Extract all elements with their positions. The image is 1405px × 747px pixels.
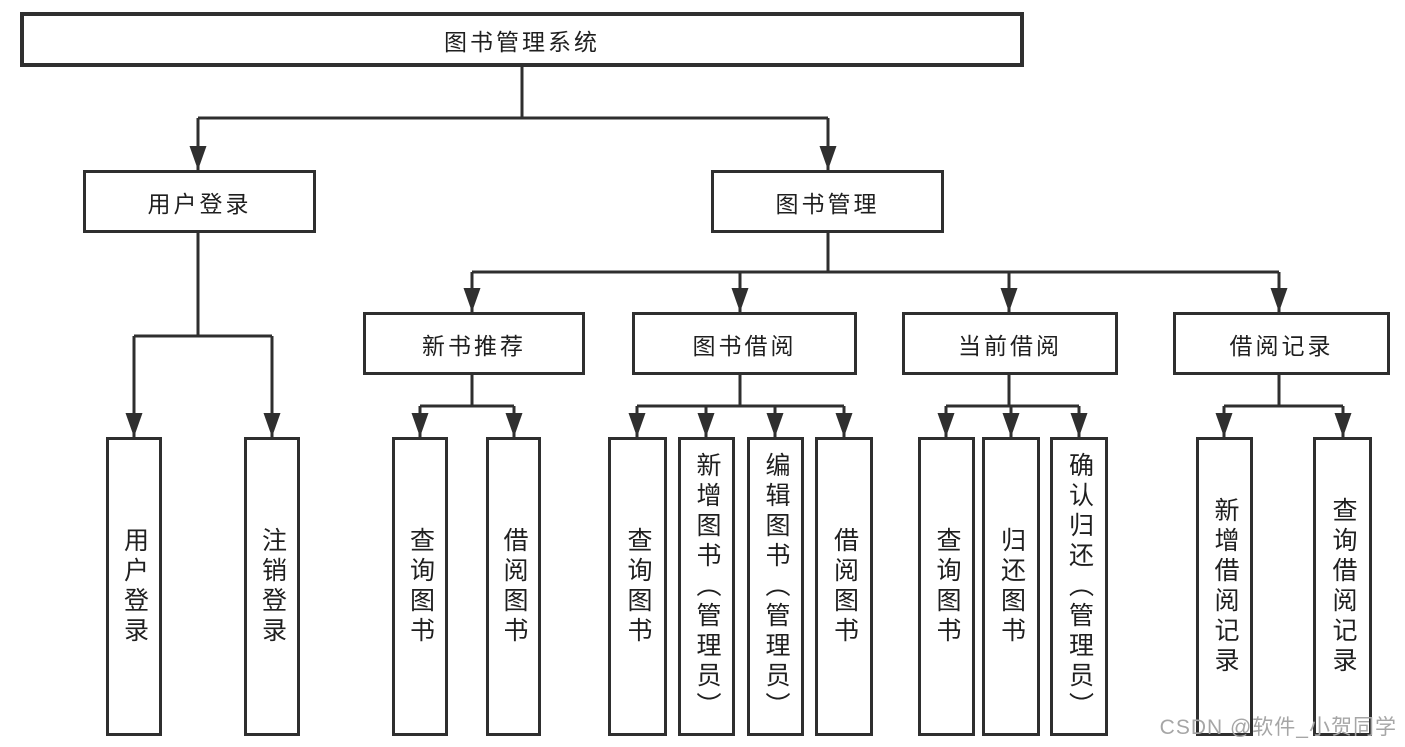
node-current-borrowing: 当前借阅 (902, 312, 1118, 375)
leaf-edit-book-admin: 编辑图书（管理员） (747, 437, 804, 736)
leaf-user-login: 用户登录 (106, 437, 162, 736)
node-library-management-system: 图书管理系统 (20, 12, 1024, 67)
leaf-query-borrow-record: 查询借阅记录 (1313, 437, 1372, 736)
leaf-query-book-recommend: 查询图书 (392, 437, 448, 736)
node-book-borrowing: 图书借阅 (632, 312, 857, 375)
node-borrowing-records: 借阅记录 (1173, 312, 1390, 375)
leaf-add-book-admin: 新增图书（管理员） (678, 437, 735, 736)
leaf-borrow-book-borrowing: 借阅图书 (815, 437, 873, 736)
leaf-label: 确认归还（管理员） (1065, 451, 1094, 722)
node-user-login: 用户登录 (83, 170, 316, 233)
leaf-logout: 注销登录 (244, 437, 300, 736)
node-book-management: 图书管理 (711, 170, 944, 233)
leaf-borrow-book-recommend: 借阅图书 (486, 437, 541, 736)
leaf-label: 查询图书 (406, 526, 435, 647)
leaf-label: 查询图书 (933, 526, 961, 647)
leaf-label: 用户登录 (120, 526, 149, 647)
leaf-label: 查询图书 (624, 526, 652, 647)
leaf-label: 借阅图书 (830, 526, 859, 647)
leaf-label: 新增借阅记录 (1211, 496, 1239, 677)
leaf-add-borrow-record: 新增借阅记录 (1196, 437, 1253, 736)
leaf-query-book-current: 查询图书 (918, 437, 975, 736)
leaf-confirm-return-admin: 确认归还（管理员） (1050, 437, 1108, 736)
leaf-label: 查询借阅记录 (1329, 496, 1357, 677)
leaf-label: 新增图书（管理员） (693, 451, 721, 722)
leaf-return-book: 归还图书 (982, 437, 1040, 736)
leaf-label: 归还图书 (997, 526, 1026, 647)
leaf-query-book-borrowing: 查询图书 (608, 437, 667, 736)
csdn-watermark: CSDN @软件_小贺同学 (1159, 716, 1397, 739)
leaf-label: 借阅图书 (500, 526, 528, 647)
leaf-label: 编辑图书（管理员） (762, 451, 790, 722)
leaf-label: 注销登录 (258, 526, 287, 647)
node-new-book-recommendation: 新书推荐 (363, 312, 585, 375)
tree-edges (125, 67, 1352, 437)
